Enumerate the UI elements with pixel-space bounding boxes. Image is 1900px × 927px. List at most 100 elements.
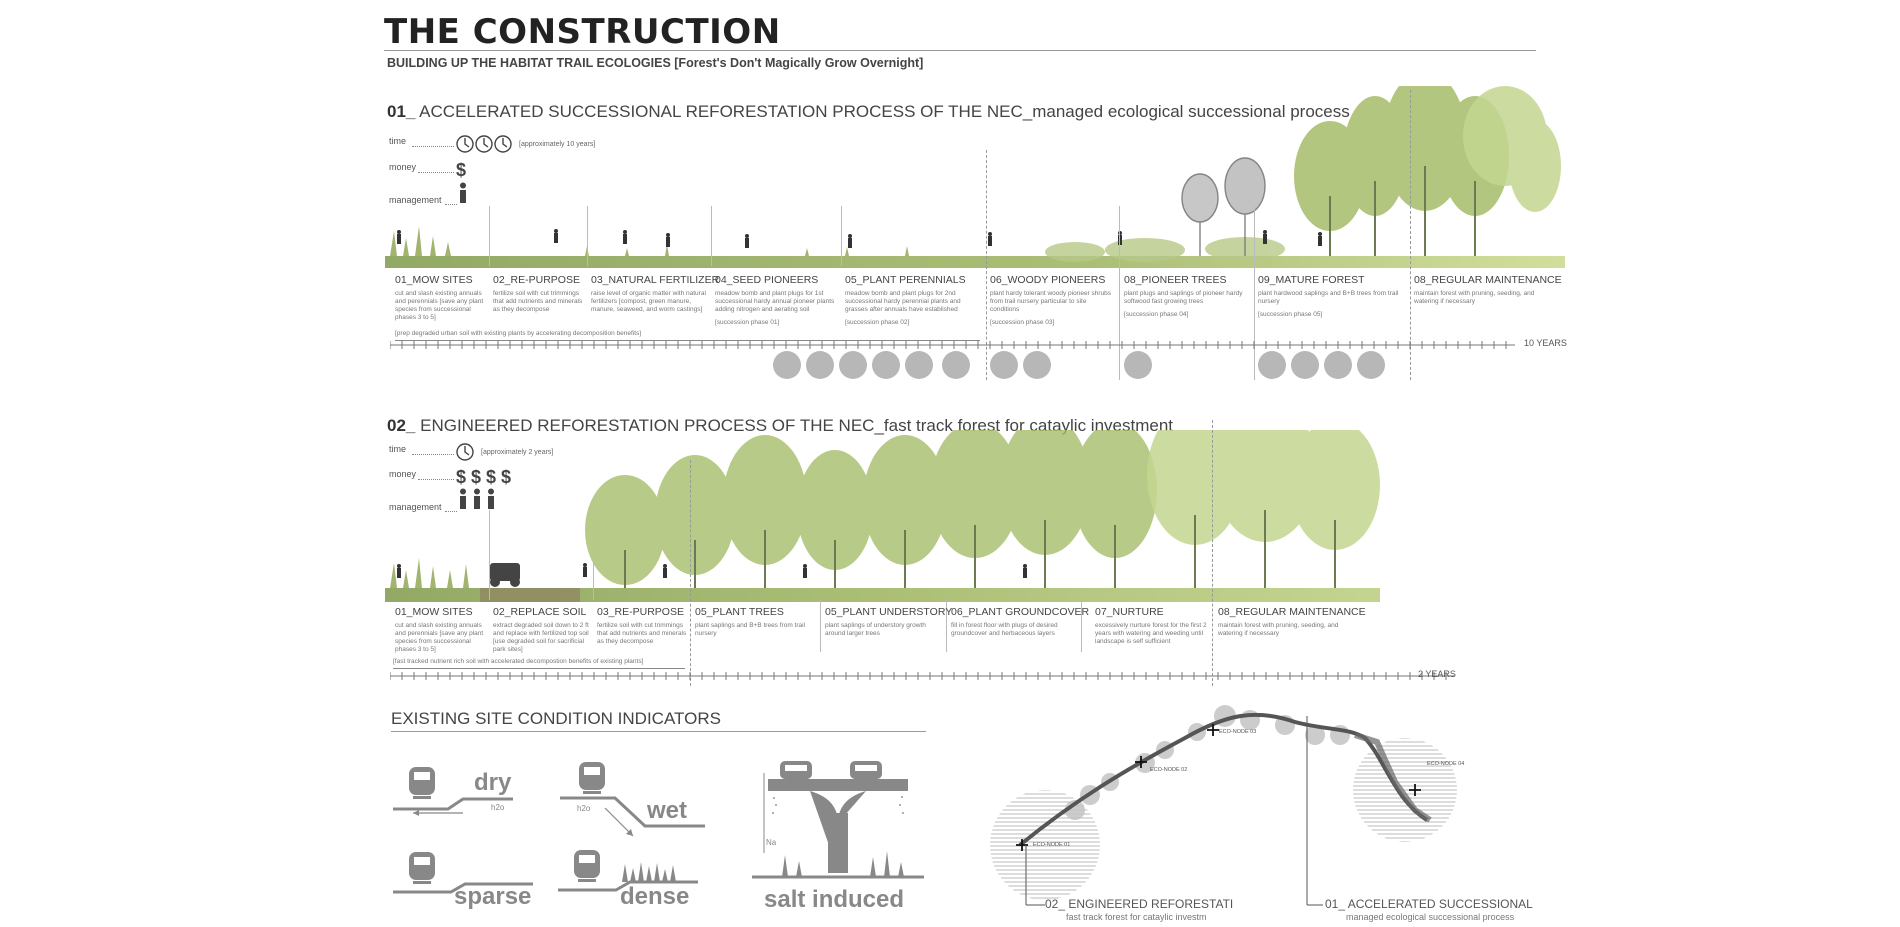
money-label: money — [389, 162, 417, 172]
p1-divider — [1410, 90, 1412, 380]
wet-indicator-icon — [560, 762, 705, 837]
plant-icon — [1258, 351, 1286, 379]
map-label-01: 01_ ACCELERATED SUCCESSIONAL — [1325, 897, 1533, 911]
p1-divider — [1119, 206, 1120, 380]
indicators-title: EXISTING SITE CONDITION INDICATORS — [391, 709, 721, 728]
salt-label: salt induced — [764, 886, 905, 913]
plant-icon — [839, 351, 867, 379]
indicators-divider — [391, 731, 926, 732]
sparse-label: sparse — [454, 883, 532, 910]
p1-divider — [711, 206, 712, 266]
clock-icon — [456, 443, 474, 461]
dense-indicator-icon — [558, 850, 698, 892]
time-leader — [412, 146, 454, 147]
p1-divider — [587, 206, 588, 266]
person-icons — [460, 488, 494, 509]
plant-icon — [905, 351, 933, 379]
process1-number: 01_ — [387, 102, 416, 121]
money-leader — [418, 172, 454, 173]
plant-icon — [1357, 351, 1385, 379]
management-leader — [445, 204, 457, 205]
eco-node-label: ECO-NODE 01 — [1033, 842, 1071, 848]
process1-timeline — [390, 341, 1515, 349]
process2-timeline — [390, 672, 1455, 680]
map-sublabel-01: managed ecological successional process — [1346, 912, 1515, 922]
page-title: THE CONSTRUCTION — [384, 12, 781, 52]
plant-icon — [806, 351, 834, 379]
process2-number: 02_ — [387, 416, 416, 435]
management-leader — [445, 511, 457, 512]
eco-node-label: ECO-NODE 04 — [1427, 761, 1465, 767]
plant-icon — [1023, 351, 1051, 379]
wet-h2o-label: h2o — [577, 804, 591, 813]
process2-money: $ $ $ $ — [456, 467, 512, 487]
process1-years-label: 10 YEARS — [1524, 338, 1567, 348]
process1-title: 01_ ACCELERATED SUCCESSIONAL REFORESTATI… — [387, 102, 1350, 122]
title-divider — [384, 50, 1536, 51]
page-subtitle: BUILDING UP THE HABITAT TRAIL ECOLOGIES … — [387, 56, 924, 70]
process2-years-label: 2 YEARS — [1418, 669, 1456, 679]
sparse-indicator-icon — [393, 852, 533, 894]
process1-note-arrow — [395, 340, 980, 341]
eco-node-label: ECO-NODE 03 — [1219, 729, 1257, 735]
dry-h2o-label: h2o — [491, 803, 505, 812]
process2-note-arrow — [393, 668, 685, 669]
process2-duration: [approximately 2 years] — [481, 449, 554, 456]
time-leader — [412, 454, 454, 455]
plant-icon — [990, 351, 1018, 379]
map-sublabel-02: fast track forest for cataylic investm — [1066, 912, 1207, 922]
money-label: money — [389, 469, 417, 479]
plant-icon — [1324, 351, 1352, 379]
management-label: management — [389, 502, 442, 512]
clock-icons — [456, 135, 512, 153]
p1-divider — [986, 150, 988, 380]
time-label: time — [389, 444, 407, 454]
salt-indicator-icon — [752, 761, 924, 879]
plant-icon — [1291, 351, 1319, 379]
p2-divider — [690, 460, 692, 686]
process1-note: [prep degraded urban soil with existing … — [395, 330, 642, 337]
site-map — [990, 705, 1457, 906]
p2-divider — [946, 600, 947, 652]
dry-label: dry — [474, 769, 512, 796]
dry-indicator-icon — [393, 767, 513, 816]
wet-label: wet — [647, 797, 688, 824]
map-label-02: 02_ ENGINEERED REFORESTATI — [1045, 897, 1234, 911]
process1-title-text: ACCELERATED SUCCESSIONAL REFORESTATION P… — [419, 102, 1350, 121]
p2-divider — [820, 600, 821, 652]
eco-node-label: ECO-NODE 02 — [1150, 767, 1188, 773]
p2-divider — [489, 510, 490, 600]
p1-divider — [489, 206, 490, 266]
time-label: time — [389, 136, 407, 146]
money-leader — [418, 479, 454, 480]
process1-landscape — [385, 86, 1565, 268]
plant-icon — [872, 351, 900, 379]
person-icon — [460, 182, 466, 203]
p1-divider — [841, 206, 842, 266]
plant-icon — [773, 351, 801, 379]
management-label: management — [389, 195, 442, 205]
plant-icon — [1124, 351, 1152, 379]
plant-icon — [942, 351, 970, 379]
process2-note: [fast tracked nutrient rich soil with ac… — [393, 658, 644, 665]
p1-divider — [1254, 206, 1255, 380]
p2-divider — [1081, 600, 1082, 652]
process1-money: $ — [456, 160, 467, 180]
